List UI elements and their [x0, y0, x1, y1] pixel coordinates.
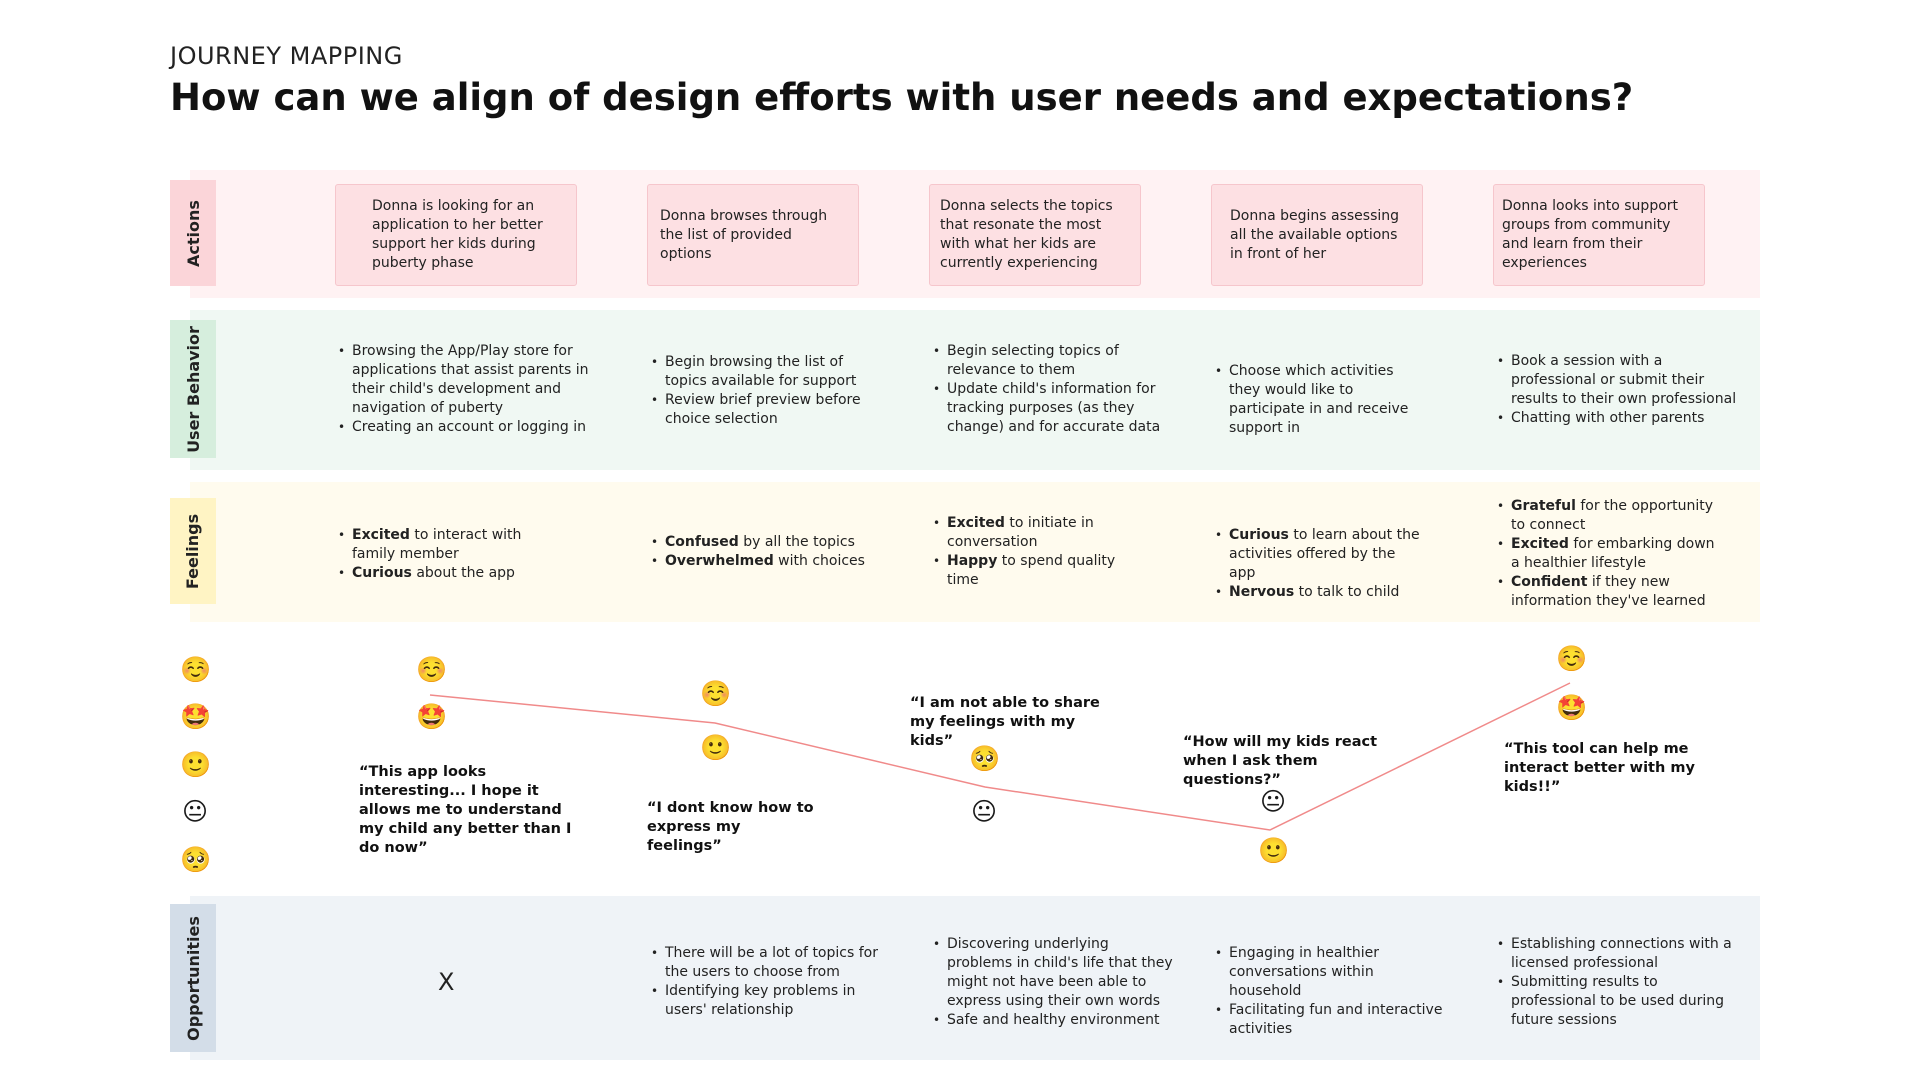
- list-item: There will be a lot of topics for the us…: [651, 944, 881, 982]
- scale-slight-smile-icon: 🙂: [180, 750, 212, 779]
- behavior-cell: Book a session with a professional or su…: [1497, 352, 1737, 428]
- slight-smile-icon: 🙂: [700, 733, 732, 762]
- list-item: Excited to interact with family member: [338, 526, 538, 564]
- list-item: Confused by all the topics: [651, 533, 873, 552]
- list-item: Engaging in healthier conversations with…: [1215, 944, 1450, 1001]
- opportunity-cell: Discovering underlying problems in child…: [933, 935, 1178, 1030]
- list-item: Happy to spend quality time: [933, 552, 1133, 590]
- scale-smiling-icon: ☺️: [180, 655, 212, 684]
- action-card: Donna browses through the list of provid…: [647, 184, 859, 286]
- action-card: Donna is looking for an application to h…: [335, 184, 577, 286]
- scale-pleading-icon: 🥺: [180, 845, 212, 874]
- list-item: Excited to initiate in conversation: [933, 514, 1133, 552]
- no-opportunity-mark: X: [438, 968, 455, 996]
- row-tab-opportunities: Opportunities: [170, 904, 216, 1052]
- quote-stage-2: “I dont know how to express my feelings”: [647, 800, 814, 854]
- eyebrow-title: JOURNEY MAPPING: [170, 42, 403, 70]
- list-item: Review brief preview before choice selec…: [651, 391, 873, 429]
- action-card: Donna selects the topics that resonate t…: [929, 184, 1141, 286]
- list-item: Update child's information for tracking …: [933, 380, 1165, 437]
- behavior-cell: Begin selecting topics of relevance to t…: [933, 342, 1165, 437]
- list-item: Confident if they new information they'v…: [1497, 573, 1717, 611]
- action-text: Donna browses through the list of provid…: [660, 207, 828, 262]
- action-text: Donna selects the topics that resonate t…: [940, 198, 1113, 271]
- quote-stage-5: “This tool can help me interact better w…: [1504, 741, 1695, 795]
- feelings-cell: Curious to learn about the activities of…: [1215, 526, 1425, 602]
- quote-stage-1: “This app looks interesting... I hope it…: [359, 764, 572, 856]
- list-item: Book a session with a professional or su…: [1497, 352, 1737, 409]
- smiling-face-icon: ☺️: [700, 679, 732, 708]
- star-struck-icon: 🤩: [1556, 693, 1588, 722]
- pleading-face-icon: 🥺: [969, 744, 1001, 773]
- list-item: Browsing the App/Play store for applicat…: [338, 342, 590, 418]
- list-item: Facilitating fun and interactive activit…: [1215, 1001, 1450, 1039]
- list-item: Grateful for the opportunity to connect: [1497, 497, 1717, 535]
- list-item: Discovering underlying problems in child…: [933, 935, 1178, 1011]
- action-text: Donna begins assessing all the available…: [1230, 207, 1400, 262]
- list-item: Curious to learn about the activities of…: [1215, 526, 1425, 583]
- list-item: Begin selecting topics of relevance to t…: [933, 342, 1165, 380]
- behavior-cell: Choose which activities they would like …: [1215, 362, 1425, 438]
- list-item: Creating an account or logging in: [338, 418, 590, 437]
- list-item: Chatting with other parents: [1497, 409, 1737, 428]
- opportunity-cell: Establishing connections with a licensed…: [1497, 935, 1737, 1030]
- row-tab-actions: Actions: [170, 180, 216, 286]
- quote-stage-3: “I am not able to share my feelings with…: [910, 695, 1100, 749]
- scale-neutral-icon: 😐: [181, 797, 209, 826]
- journey-path: [429, 682, 1571, 831]
- list-item: Identifying key problems in users' relat…: [651, 982, 881, 1020]
- list-item: Nervous to talk to child: [1215, 583, 1425, 602]
- row-tab-behavior: User Behavior: [170, 320, 216, 458]
- feelings-cell: Excited to initiate in conversation Happ…: [933, 514, 1133, 590]
- scale-star-struck-icon: 🤩: [180, 702, 212, 731]
- list-item: Begin browsing the list of topics availa…: [651, 353, 873, 391]
- star-struck-icon: 🤩: [416, 702, 448, 731]
- list-item: Curious about the app: [338, 564, 538, 583]
- list-item: Choose which activities they would like …: [1215, 362, 1425, 438]
- list-item: Safe and healthy environment: [933, 1011, 1178, 1030]
- list-item: Establishing connections with a licensed…: [1497, 935, 1737, 973]
- behavior-cell: Browsing the App/Play store for applicat…: [338, 342, 590, 437]
- neutral-face-icon: 😐: [970, 797, 998, 826]
- neutral-face-icon: 😐: [1259, 787, 1287, 816]
- smiling-face-icon: ☺️: [416, 655, 448, 684]
- list-item: Overwhelmed with choices: [651, 552, 873, 571]
- slight-smile-icon: 🙂: [1258, 836, 1290, 865]
- smiling-face-icon: ☺️: [1556, 644, 1588, 673]
- action-text: Donna looks into support groups from com…: [1502, 198, 1679, 271]
- action-card: Donna looks into support groups from com…: [1493, 184, 1705, 286]
- action-card: Donna begins assessing all the available…: [1211, 184, 1423, 286]
- list-item: Submitting results to professional to be…: [1497, 973, 1737, 1030]
- feelings-cell: Excited to interact with family member C…: [338, 526, 538, 583]
- quote-stage-4: “How will my kids react when I ask them …: [1183, 734, 1378, 788]
- action-text: Donna is looking for an application to h…: [372, 198, 543, 271]
- list-item: Excited for embarking down a healthier l…: [1497, 535, 1717, 573]
- behavior-cell: Begin browsing the list of topics availa…: [651, 353, 873, 429]
- page-title: How can we align of design efforts with …: [170, 76, 1634, 119]
- opportunity-cell: Engaging in healthier conversations with…: [1215, 944, 1450, 1039]
- feelings-cell: Confused by all the topics Overwhelmed w…: [651, 533, 873, 571]
- feelings-cell: Grateful for the opportunity to connect …: [1497, 497, 1717, 611]
- opportunity-cell: There will be a lot of topics for the us…: [651, 944, 881, 1020]
- row-tab-feelings: Feelings: [170, 498, 216, 604]
